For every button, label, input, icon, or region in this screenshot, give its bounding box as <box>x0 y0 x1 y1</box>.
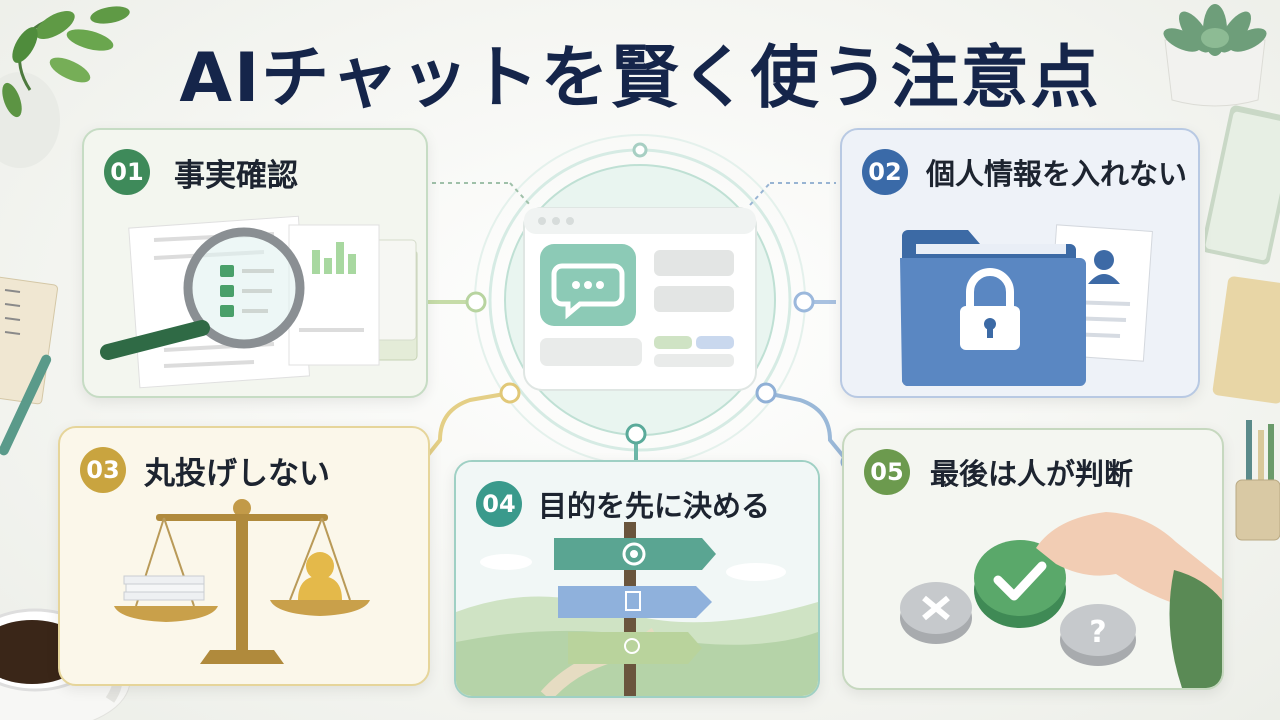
card-number-badge: 03 <box>80 447 126 493</box>
card-fact-check: 01 事実確認 <box>82 128 428 398</box>
card-no-personal-info: 02 個人情報を入れない <box>840 128 1200 398</box>
books-right-icon <box>1205 105 1280 404</box>
balance-scale-icon <box>114 499 370 664</box>
card-title: 個人情報を入れない <box>926 157 1188 191</box>
card-number-badge: 01 <box>104 149 150 195</box>
card-human-final-judgment: 05 最後は人が判断 ? <box>842 428 1224 690</box>
check-button-hand-icon: ? <box>900 512 1222 688</box>
card-number-badge: 02 <box>862 149 908 195</box>
magnifier-document-icon <box>100 215 418 389</box>
card-number-badge: 05 <box>864 449 910 495</box>
card-number-badge: 04 <box>476 481 522 527</box>
card-title: 最後は人が判断 <box>930 457 1134 491</box>
card-title: 事実確認 <box>174 157 298 194</box>
page-title: AIチャットを賢く使う注意点 <box>179 39 1101 118</box>
locked-folder-icon <box>900 224 1153 386</box>
card-decide-purpose-first: 04 目的を先に決める <box>454 460 820 698</box>
pencil-cup-icon <box>1235 420 1280 541</box>
chat-window-icon <box>523 207 757 391</box>
svg-text:?: ? <box>1089 615 1106 650</box>
card-title: 丸投げしない <box>144 455 330 492</box>
succulent-topright-icon <box>1163 4 1267 107</box>
plant-topleft-icon <box>0 6 130 168</box>
card-dont-delegate-all: 03 丸投げしない <box>58 426 430 686</box>
notebook-pen-left-icon <box>0 275 58 456</box>
card-title: 目的を先に決める <box>538 489 771 523</box>
